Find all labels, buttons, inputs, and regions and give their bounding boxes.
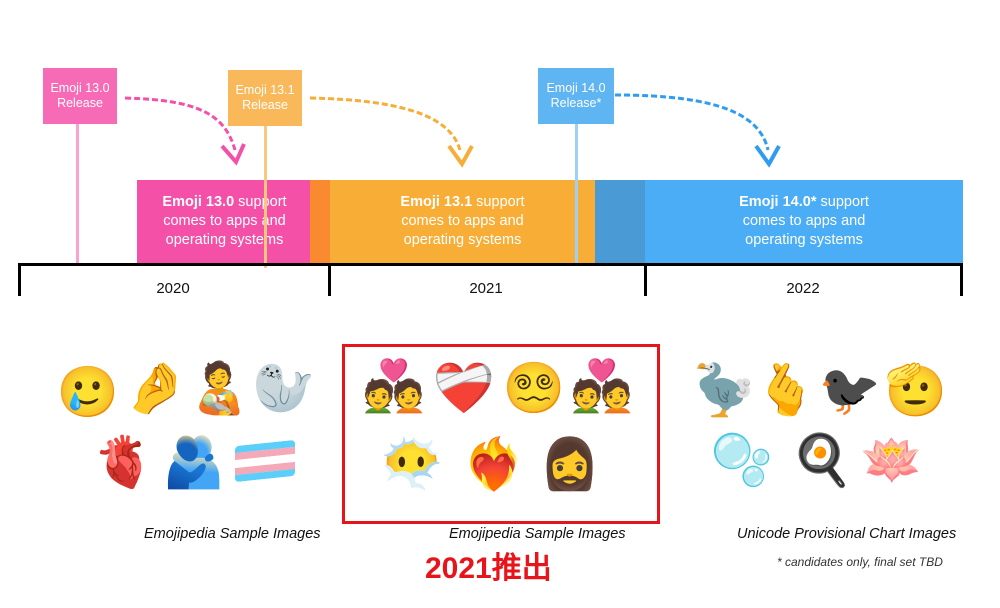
arrowhead-13-1 [447,144,474,168]
arrow-13-0 [124,96,237,151]
support-overlap-13 [310,180,330,263]
release-flag-14-0: Emoji 14.0 Release* [538,68,614,124]
black-bird-emoji: 🐦‍⬛ [818,361,882,419]
timeline-axis [19,263,963,266]
support-13-0-version: Emoji 13.0 [162,194,235,210]
release-flag-13-0: Emoji 13.0 Release [43,68,117,124]
support-13-1-suffix: support [472,194,525,210]
seal-emoji: 🦭 [252,359,316,417]
highlight-label: 2021推出 [425,552,552,585]
woman-beard-emoji: 🧔‍♀️ [538,435,602,493]
year-label-2021: 2021 [469,280,503,297]
people-hugging-emoji: 🫂 [162,433,226,491]
axis-tick-end [960,263,963,296]
transgender-flag-emoji [235,439,295,483]
arrow-13-1 [309,96,462,151]
support-14-0-line3: operating systems [745,232,863,248]
release-flag-13-1: Emoji 13.1 Release [228,70,302,126]
arrowhead-13-0 [220,143,246,166]
couple-with-heart-emoji: 💑 [362,357,426,415]
frying-pan-emoji: 🍳 [790,431,854,489]
couple-with-heart-women-emoji: 💑 [570,357,634,415]
smiling-face-with-tear-emoji: 🥲 [56,363,120,421]
caption-middle: Emojipedia Sample Images [449,526,626,542]
pinched-fingers-emoji: 🤌 [124,359,188,417]
support-14-0-version: Emoji 14.0* [739,194,817,210]
axis-tick-2021 [328,263,331,296]
support-13-0-line3: operating systems [165,232,284,248]
release-pole-13-0 [76,124,79,263]
axis-tick-start [18,263,21,296]
support-bar-14-0: Emoji 14.0* support comes to apps and op… [645,180,963,263]
support-overlap-14 [595,180,645,263]
footnote: * candidates only, final set TBD [777,555,943,569]
lotus-emoji: 🪷 [860,431,924,489]
mending-heart-emoji: ❤️‍🩹 [432,359,496,417]
caption-left: Emojipedia Sample Images [144,526,321,542]
support-13-1-line2: comes to apps and [401,213,524,229]
saluting-face-emoji: 🫡 [884,361,948,419]
support-bar-13-1: Emoji 13.1 support comes to apps and ope… [330,180,595,263]
caption-right: Unicode Provisional Chart Images [737,526,957,542]
arrow-14-0 [614,93,770,151]
arrowhead-14-0 [754,144,781,168]
release-pole-13-1 [264,124,267,268]
support-13-0-line2: comes to apps and [163,213,286,229]
dodo-emoji: 🦤 [692,361,756,419]
face-with-spiral-eyes-emoji: 😵‍💫 [502,359,566,417]
support-14-0-line2: comes to apps and [742,213,866,229]
axis-tick-2022 [644,263,647,296]
support-13-0-suffix: support [234,194,287,210]
year-label-2022: 2022 [786,280,820,297]
support-13-1-version: Emoji 13.1 [400,194,473,210]
heart-on-fire-emoji: ❤️‍🔥 [462,435,526,493]
highlight-box-2021 [342,344,660,524]
release-pole-14-0 [575,124,578,263]
person-feeding-baby-emoji: 🧑‍🍼 [188,359,252,417]
support-14-0-suffix: support [816,194,869,210]
hand-with-index-finger-and-thumb-crossed-emoji: 🫰 [754,361,818,419]
support-bar-13-0: Emoji 13.0 support comes to apps and ope… [137,180,312,263]
face-in-clouds-emoji: 😶‍🌫️ [380,435,444,493]
support-13-1-line3: operating systems [403,232,522,248]
anatomical-heart-emoji: 🫀 [92,433,156,491]
year-label-2020: 2020 [156,280,190,297]
release-arrows [124,93,781,168]
bubbles-emoji: 🫧 [710,431,774,489]
